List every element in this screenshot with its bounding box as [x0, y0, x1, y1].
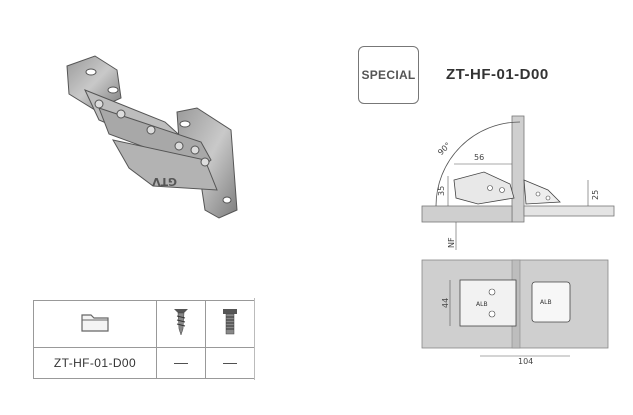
svg-text:35: 35: [437, 186, 446, 196]
svg-text:56: 56: [474, 153, 484, 162]
special-badge-label: SPECIAL: [361, 68, 416, 82]
wood-screw-cell: [156, 300, 206, 348]
svg-text:44: 44: [441, 298, 450, 308]
row-product-code: ZT-HF-01-D00: [53, 356, 137, 370]
hinge-product-image: GTV: [66, 55, 238, 219]
wood-screw-value: —: [174, 354, 188, 370]
euro-screw-value: —: [223, 354, 237, 370]
euro-screw-icon: [223, 308, 237, 334]
svg-text:NF: NF: [447, 237, 456, 248]
folder-icon: [81, 313, 109, 332]
svg-text:ALB: ALB: [476, 301, 488, 308]
side-view-drawing: 90° 56 35 25 NF: [421, 115, 615, 250]
row-code-cell: ZT-HF-01-D00: [33, 347, 157, 379]
svg-text:25: 25: [591, 190, 600, 200]
svg-text:90°: 90°: [436, 141, 452, 157]
folder-cell: [33, 300, 157, 348]
product-code-title: ZT-HF-01-D00: [446, 66, 549, 83]
euro-screw-cell: [205, 300, 255, 348]
special-badge: SPECIAL: [358, 46, 419, 104]
svg-text:ALB: ALB: [540, 299, 552, 306]
table-divider: [254, 298, 255, 380]
svg-text:104: 104: [518, 357, 533, 366]
svg-text:GTV: GTV: [152, 175, 177, 188]
plan-view-drawing: ALB ALB 44 104: [421, 259, 609, 366]
fixing-table: ZT-HF-01-D00 — —: [33, 300, 255, 379]
wood-screw-icon: [174, 308, 188, 336]
